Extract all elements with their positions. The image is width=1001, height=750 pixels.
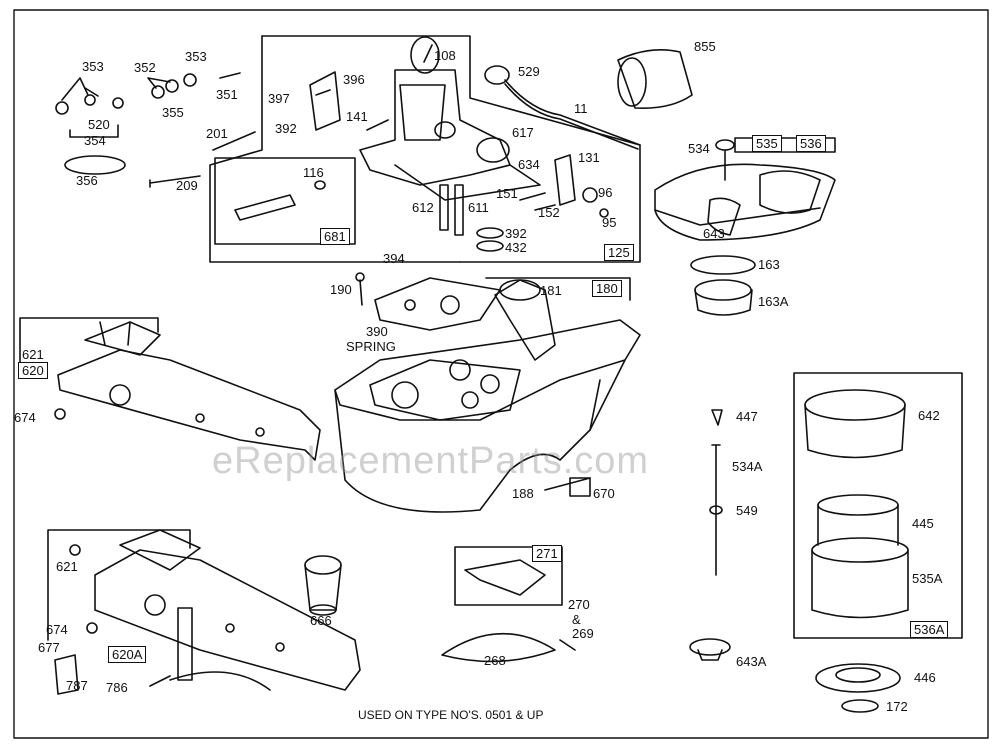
part-label-352: 352: [134, 60, 156, 75]
part-label-355: 355: [162, 105, 184, 120]
group-label-620: 620: [18, 362, 48, 379]
group-label-125: 125: [604, 244, 634, 261]
part-label-356: 356: [76, 173, 98, 188]
part-label-11: 11: [574, 101, 588, 116]
part-label-621a: 621: [22, 347, 44, 362]
part-label-209: 209: [176, 178, 198, 193]
part-label-354: 354: [84, 133, 106, 148]
part-label-392b: 392: [505, 226, 527, 241]
part-label-397: 397: [268, 91, 290, 106]
watermark: eReplacementParts.com: [212, 440, 650, 482]
part-label-116: 116: [303, 165, 324, 180]
part-label-534a: 534A: [732, 459, 763, 474]
part-label-163a: 163A: [758, 294, 789, 309]
part-label-536: 536: [796, 135, 826, 152]
part-label-95: 95: [602, 215, 617, 230]
type-number-footnote: USED ON TYPE NO'S. 0501 & UP: [358, 708, 544, 722]
part-label-612: 612: [412, 200, 434, 215]
part-label-163: 163: [758, 257, 780, 272]
part-label-390: 390: [366, 324, 388, 339]
part-label-787: 787: [66, 678, 88, 693]
part-label-642: 642: [918, 408, 940, 423]
part-label-96: 96: [598, 185, 613, 200]
part-label-529: 529: [518, 64, 540, 79]
part-label-670: 670: [593, 486, 615, 501]
part-label-141: 141: [346, 109, 368, 124]
part-label-spring: SPRING: [346, 339, 396, 354]
part-label-535: 535: [752, 135, 782, 152]
part-label-617: 617: [512, 125, 534, 140]
part-label-181: 181: [540, 283, 562, 298]
part-label-535a: 535A: [912, 571, 943, 586]
part-label-445: 445: [912, 516, 934, 531]
part-label-amp: &: [572, 612, 581, 627]
part-label-270: 270: [568, 597, 590, 612]
group-label-180: 180: [592, 280, 622, 297]
part-label-131: 131: [578, 150, 600, 165]
part-label-855: 855: [694, 39, 716, 54]
part-label-394: 394: [383, 251, 405, 266]
part-label-172: 172: [886, 699, 908, 714]
part-label-621b: 621: [56, 559, 78, 574]
group-label-536a: 536A: [910, 621, 949, 638]
part-label-108: 108: [434, 48, 456, 63]
part-label-151: 151: [496, 186, 518, 201]
part-label-190: 190: [330, 282, 352, 297]
part-label-549: 549: [736, 503, 758, 518]
part-label-353b: 353: [185, 49, 207, 64]
part-label-677: 677: [38, 640, 60, 655]
part-label-447: 447: [736, 409, 758, 424]
part-label-666: 666: [310, 613, 332, 628]
part-label-534: 534: [688, 141, 710, 156]
part-label-643a: 643A: [736, 654, 767, 669]
part-label-520: 520: [88, 117, 110, 132]
part-label-392a: 392: [275, 121, 297, 136]
part-label-674a: 674: [14, 410, 36, 425]
part-label-446: 446: [914, 670, 936, 685]
group-label-681: 681: [320, 228, 350, 245]
part-label-268: 268: [484, 653, 506, 668]
part-label-674b: 674: [46, 622, 68, 637]
part-label-643: 643: [703, 226, 725, 241]
part-label-611: 611: [468, 200, 489, 215]
part-label-396: 396: [343, 72, 365, 87]
part-label-269: 269: [572, 626, 594, 641]
part-label-152: 152: [538, 205, 560, 220]
part-label-201: 201: [206, 126, 228, 141]
part-label-188: 188: [512, 486, 534, 501]
part-label-432: 432: [505, 240, 527, 255]
group-label-271: 271: [532, 545, 562, 562]
part-label-351: 351: [216, 87, 238, 102]
carburetor-group: [149, 35, 641, 263]
part-label-353a: 353: [82, 59, 104, 74]
group-label-620a: 620A: [108, 646, 147, 663]
part-label-634: 634: [518, 157, 540, 172]
part-label-786: 786: [106, 680, 128, 695]
